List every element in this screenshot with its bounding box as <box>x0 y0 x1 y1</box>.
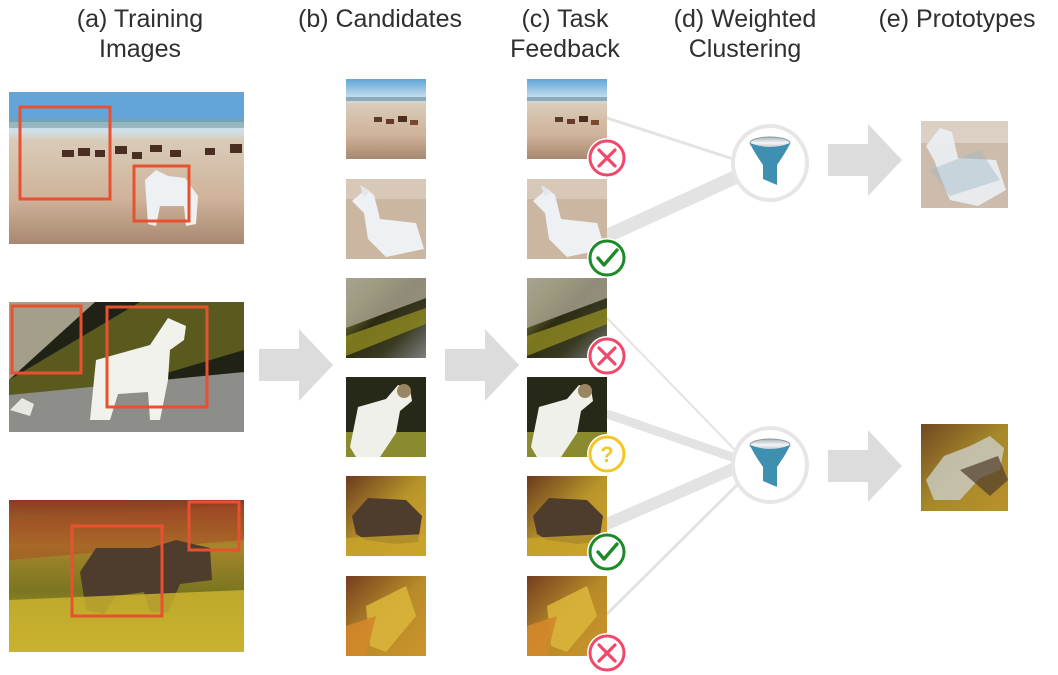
training-image-herd <box>9 92 244 244</box>
funnel-icon <box>731 124 809 202</box>
funnel-icon <box>731 426 809 504</box>
arrow-right-icon <box>828 124 902 196</box>
title-training-images: (a) Training Images <box>50 4 230 64</box>
title-line: (d) Weighted <box>673 5 817 33</box>
connector-lines <box>600 116 745 616</box>
cross-circle-icon <box>585 631 629 675</box>
candidate-crop <box>346 79 426 159</box>
candidate-crop <box>346 179 426 259</box>
arrow-right-icon <box>445 329 519 401</box>
title-line: Clustering <box>688 35 802 63</box>
title-line: Feedback <box>510 35 620 63</box>
question-mark: ? <box>600 442 613 467</box>
check-circle-icon <box>585 530 629 574</box>
candidate-crop <box>346 377 426 457</box>
check-circle-icon <box>585 236 629 280</box>
training-image-ram <box>9 302 244 432</box>
question-circle-icon: ? <box>585 432 629 476</box>
training-image-bear <box>9 500 244 652</box>
arrow-right-icon <box>828 430 902 502</box>
title-line: (b) Candidates <box>298 5 462 33</box>
candidate-crop <box>346 576 426 656</box>
candidate-crop <box>346 476 426 556</box>
title-prototypes: (e) Prototypes <box>862 4 1052 34</box>
bounding-box <box>10 304 83 375</box>
arrow-right-icon <box>259 329 333 401</box>
title-line: (c) Task <box>521 5 609 33</box>
prototype-ram-bear <box>921 424 1008 511</box>
cross-circle-icon <box>585 334 629 378</box>
bounding-box <box>70 524 164 618</box>
prototype-horse <box>921 121 1008 208</box>
title-line: Images <box>99 35 181 63</box>
title-candidates: (b) Candidates <box>280 4 480 34</box>
title-weighted-clustering: (d) Weighted Clustering <box>650 4 840 64</box>
bounding-box <box>132 164 191 223</box>
bounding-box <box>105 305 209 409</box>
title-line: (a) Training <box>76 5 204 33</box>
bounding-box <box>18 105 112 201</box>
candidate-crop <box>346 278 426 358</box>
cross-circle-icon <box>585 136 629 180</box>
title-line: (e) Prototypes <box>878 5 1036 33</box>
title-task-feedback: (c) Task Feedback <box>490 4 640 64</box>
bounding-box <box>187 500 241 552</box>
